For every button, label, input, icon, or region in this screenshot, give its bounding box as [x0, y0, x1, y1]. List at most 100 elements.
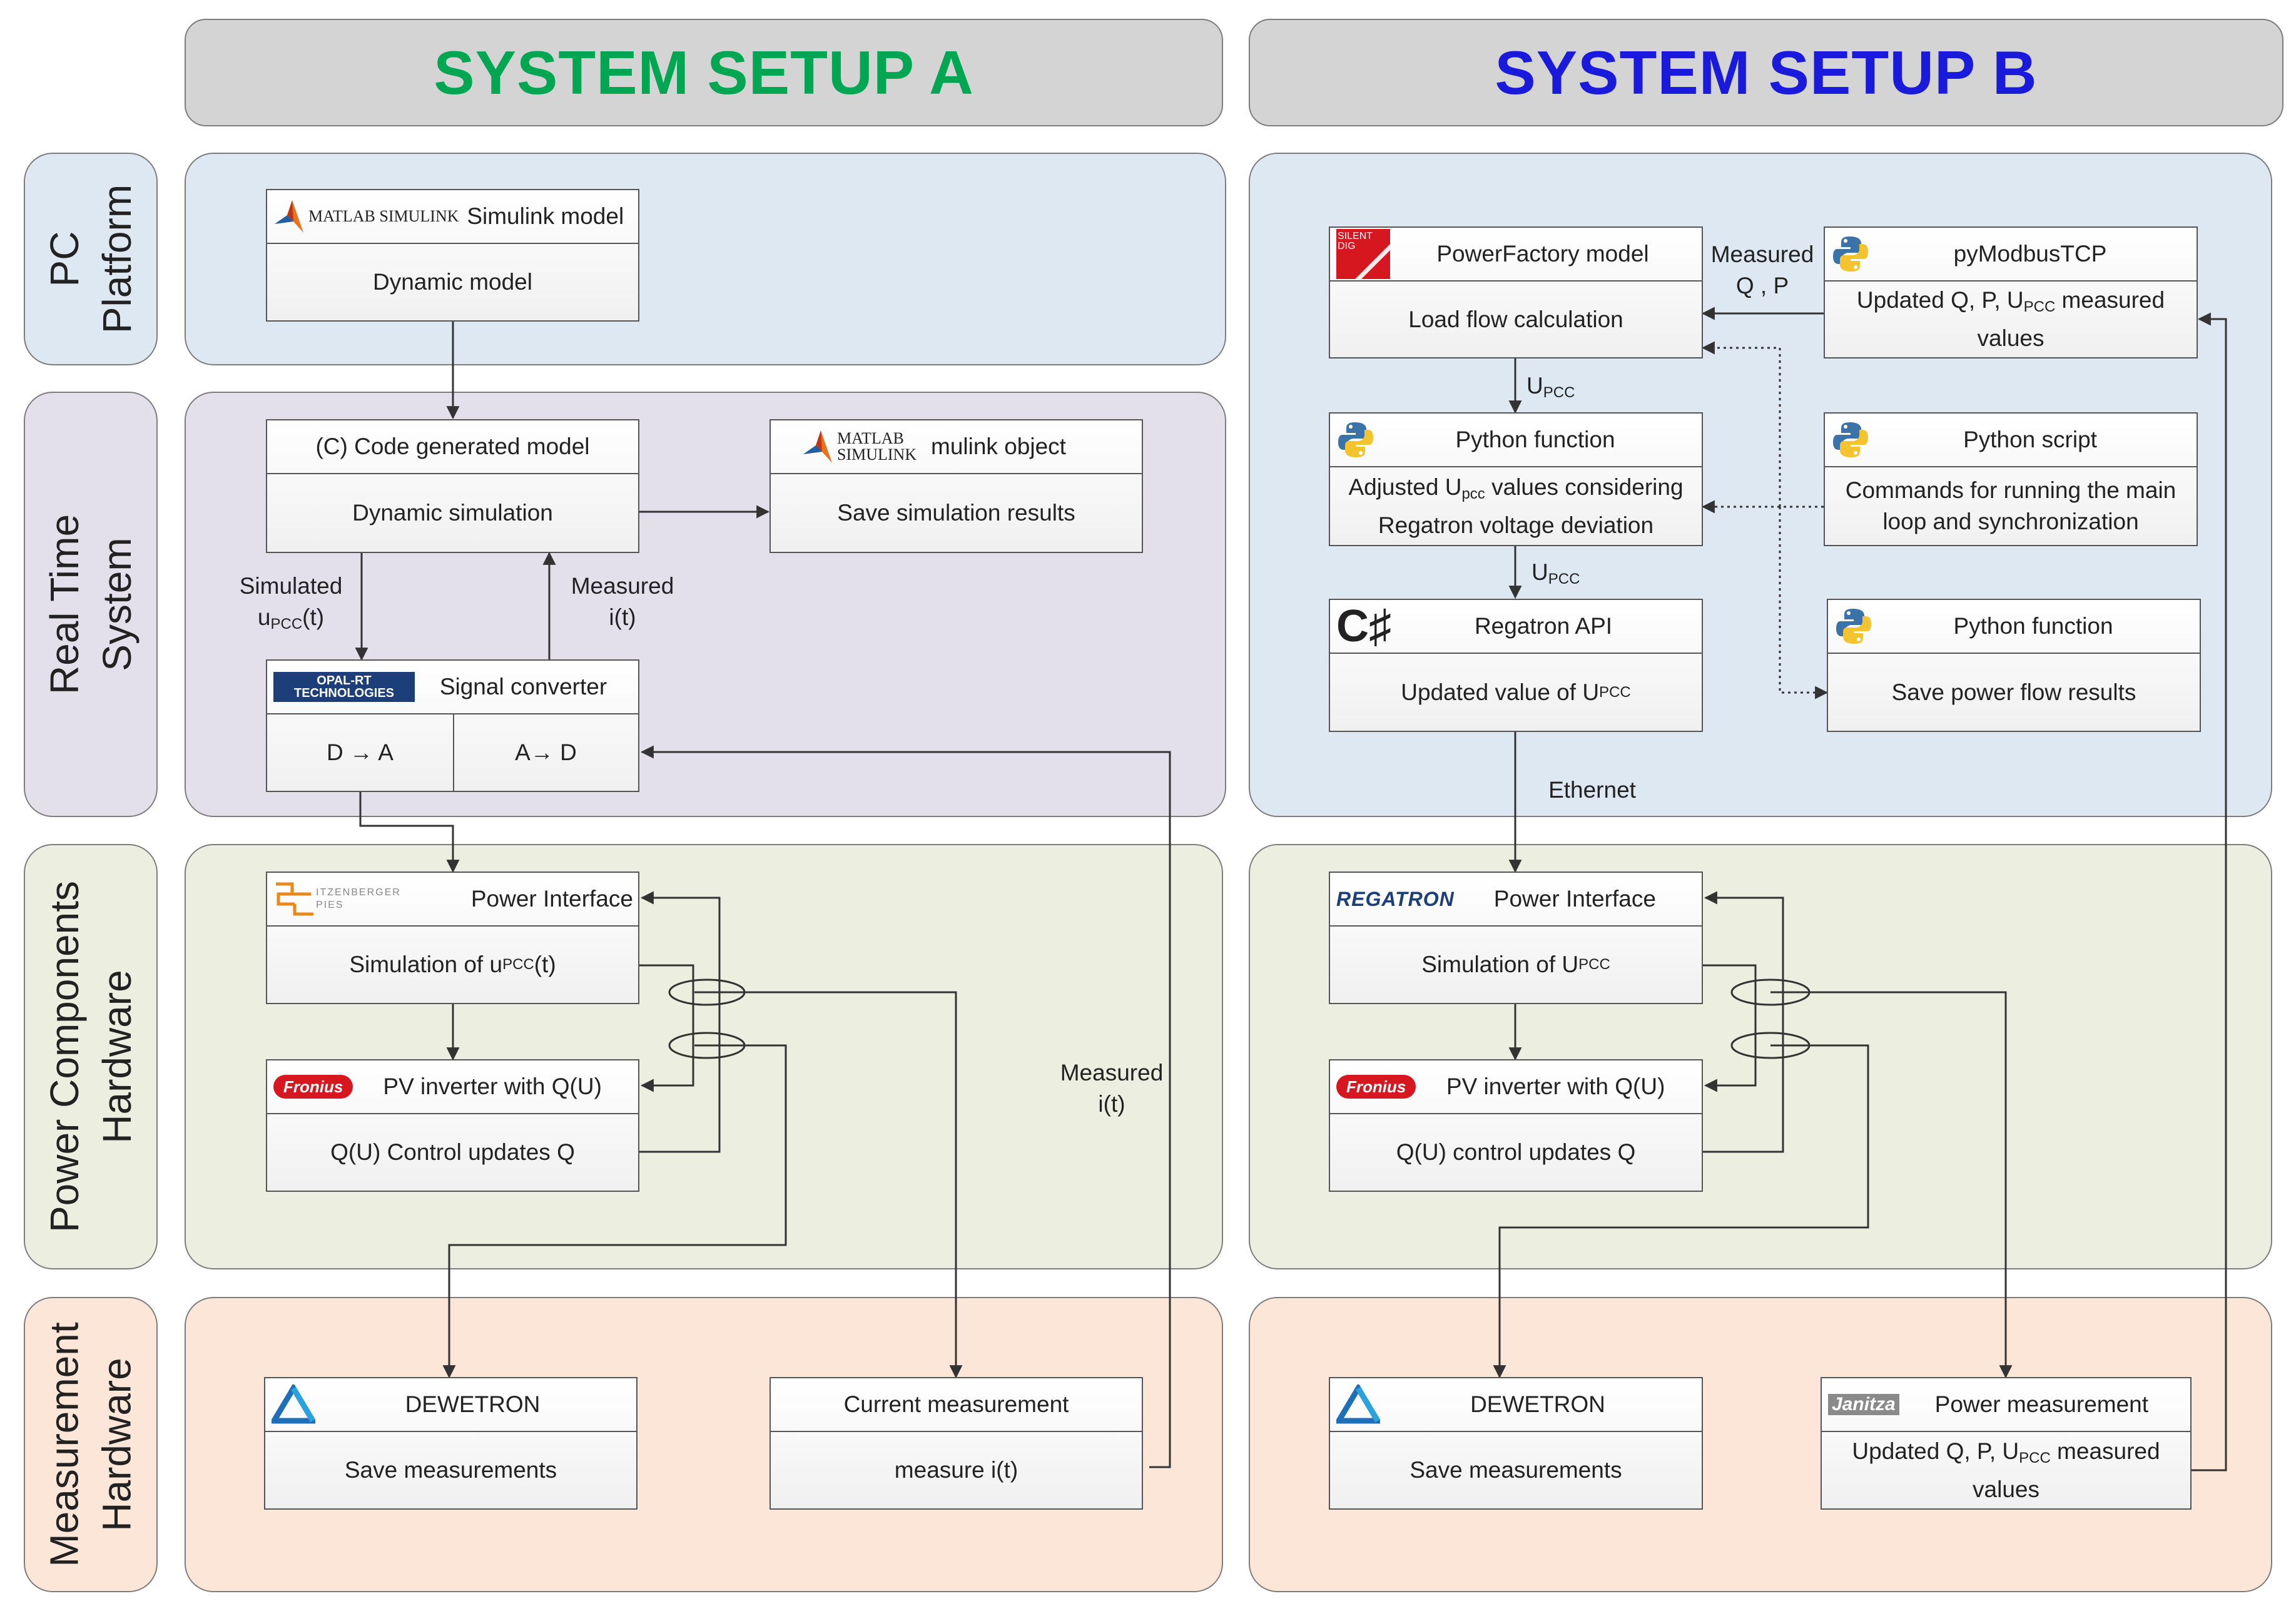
label-line: Q , P — [1735, 273, 1789, 298]
regatron-logo: REGATRON — [1336, 888, 1455, 911]
arrow-janitza-to-pymodbus — [2192, 312, 2227, 1471]
janitza-wordmark: Janitza — [1828, 1394, 1899, 1415]
fronius-wordmark: Fronius — [273, 1075, 353, 1099]
arrow-measured-to-ad — [640, 745, 1171, 1468]
dewetron-b-box: DEWETRON Save measurements — [1329, 1377, 1703, 1510]
box-body: Save measurements — [1410, 1457, 1622, 1483]
body-text: Adjusted U — [1348, 474, 1462, 500]
current-clamp-b1 — [1730, 978, 1811, 1006]
arrow-da-to-power-interface — [359, 792, 460, 873]
body-text: Updated Q, P, U — [1856, 287, 2024, 313]
python-icon — [1836, 609, 1871, 644]
body-line: Regatron voltage deviation — [1378, 512, 1654, 538]
arrow-pvb-feedback — [1703, 891, 1784, 1153]
box-title: Power measurement — [1934, 1391, 2149, 1417]
arrow-pv-feedback-to-pi — [639, 891, 721, 1153]
label-text: (t) — [302, 604, 325, 630]
box-title: PV inverter with Q(U) — [383, 1074, 602, 1099]
matlab-simulink-logo: MATLAB SIMULINK — [273, 196, 459, 236]
body-sub: PCC — [1599, 683, 1631, 701]
matlab-simulink-wordmark: MATLAB SIMULINK — [837, 429, 917, 464]
python-logo — [1834, 607, 1873, 646]
dewetron-logo — [272, 1385, 315, 1425]
body-text: measured — [2050, 1438, 2160, 1464]
body-text: Updated value of U — [1401, 679, 1600, 705]
body-text: Updated Q, P, U — [1852, 1438, 2019, 1464]
row-label-band-pc — [24, 153, 158, 365]
arrow-to-janitza — [1770, 991, 2013, 1379]
box-body: measure i(t) — [894, 1457, 1018, 1483]
label-upcc-2: UPCC — [1532, 557, 1607, 595]
body-sub: PCC — [502, 956, 534, 973]
body-line: Adjusted Upcc values considering — [1348, 472, 1683, 510]
row-label-band-rt — [24, 392, 158, 817]
body-sub: PCC — [1578, 956, 1610, 973]
digsilent-icon — [1336, 229, 1390, 279]
python-icon — [1833, 422, 1868, 457]
label-measured-it: Measured i(t) — [557, 571, 688, 633]
header-setup-b — [1249, 19, 2283, 126]
d-to-a-cell: D → A — [267, 714, 454, 791]
arrow-pi-to-pv-side — [639, 964, 694, 1092]
label-text: U — [1526, 373, 1543, 399]
matlab-membrane-icon — [275, 200, 303, 233]
label-line: i(t) — [1098, 1091, 1125, 1117]
box-title: Python script — [1963, 427, 2097, 452]
simulink-model-box: MATLAB SIMULINK Simulink model Dynamic m… — [266, 189, 639, 322]
label-text: U — [1532, 559, 1548, 585]
box-title: pyModbusTCP — [1953, 241, 2107, 267]
body-line: Updated Q, P, UPCC measured — [1852, 1436, 2160, 1474]
label-sub: PCC — [1543, 384, 1575, 401]
row-label-band-pch — [24, 844, 158, 1269]
box-title: (C) Code generated model — [315, 434, 590, 459]
arrow-pib-to-pvb-side — [1703, 964, 1757, 1092]
matlab-simulink-logo: MATLAB SIMULINK — [802, 427, 931, 467]
label-sub: PCC — [270, 616, 303, 633]
python-function-box: Python function Adjusted Upcc values con… — [1329, 412, 1703, 546]
matlab-membrane-icon — [803, 430, 832, 463]
python-function-save-box: Python function Save power flow results — [1827, 599, 2201, 732]
python-logo — [1831, 235, 1870, 273]
janitza-logo: Janitza — [1828, 1394, 1899, 1415]
body-text: (t) — [534, 952, 556, 977]
body-line: loop and synchronization — [1882, 509, 2139, 534]
fronius-logo: Fronius — [1336, 1075, 1416, 1099]
power-interface-b-box: REGATRON Power Interface Simulation of U… — [1329, 872, 1703, 1004]
header-setup-b-title: SYSTEM SETUP B — [1495, 38, 2038, 107]
opal-rt-wordmark: OPAL-RT TECHNOLOGIES — [273, 672, 415, 702]
box-body: Load flow calculation — [1408, 306, 1623, 332]
box-body: Commands for running the main loop and s… — [1825, 467, 2197, 545]
box-body: Save measurements — [344, 1457, 557, 1483]
label-sub: PCC — [1548, 571, 1580, 587]
matlab-simulink-wordmark: MATLAB SIMULINK — [308, 207, 459, 225]
box-body: Dynamic model — [373, 269, 532, 295]
box-body: Updated Q, P, UPCC measured values — [1822, 1432, 2190, 1508]
dotted-script-to-pf — [1701, 341, 1824, 508]
dewetron-logo — [1336, 1385, 1380, 1425]
janitza-box: Janitza Power measurement Updated Q, P, … — [1821, 1377, 2192, 1510]
label-line: Measured — [1710, 241, 1814, 267]
label-line: Measured — [571, 573, 674, 599]
box-title: Current measurement — [843, 1391, 1069, 1417]
body-line: values — [1977, 325, 2045, 351]
dewetron-icon — [272, 1385, 315, 1424]
row-label-band-mh — [24, 1297, 158, 1592]
label-upcc-1: UPCC — [1526, 370, 1602, 409]
arrow-to-dewetron-a — [442, 1044, 787, 1379]
body-line: Updated Q, P, UPCC measured — [1857, 285, 2165, 323]
python-logo — [1831, 420, 1870, 459]
python-logo — [1336, 420, 1375, 459]
current-measurement-box: Current measurement measure i(t) — [770, 1377, 1143, 1510]
simulink-object-box: MATLAB SIMULINK mulink object Save simul… — [770, 419, 1143, 553]
box-body: Save simulation results — [837, 500, 1075, 526]
box-title: DEWETRON — [1470, 1391, 1605, 1417]
dewetron-icon — [1336, 1385, 1380, 1424]
box-title: mulink object — [931, 434, 1066, 459]
code-generated-model-box: (C) Code generated model Dynamic simulat… — [266, 419, 639, 553]
body-sub: pcc — [1461, 485, 1485, 502]
